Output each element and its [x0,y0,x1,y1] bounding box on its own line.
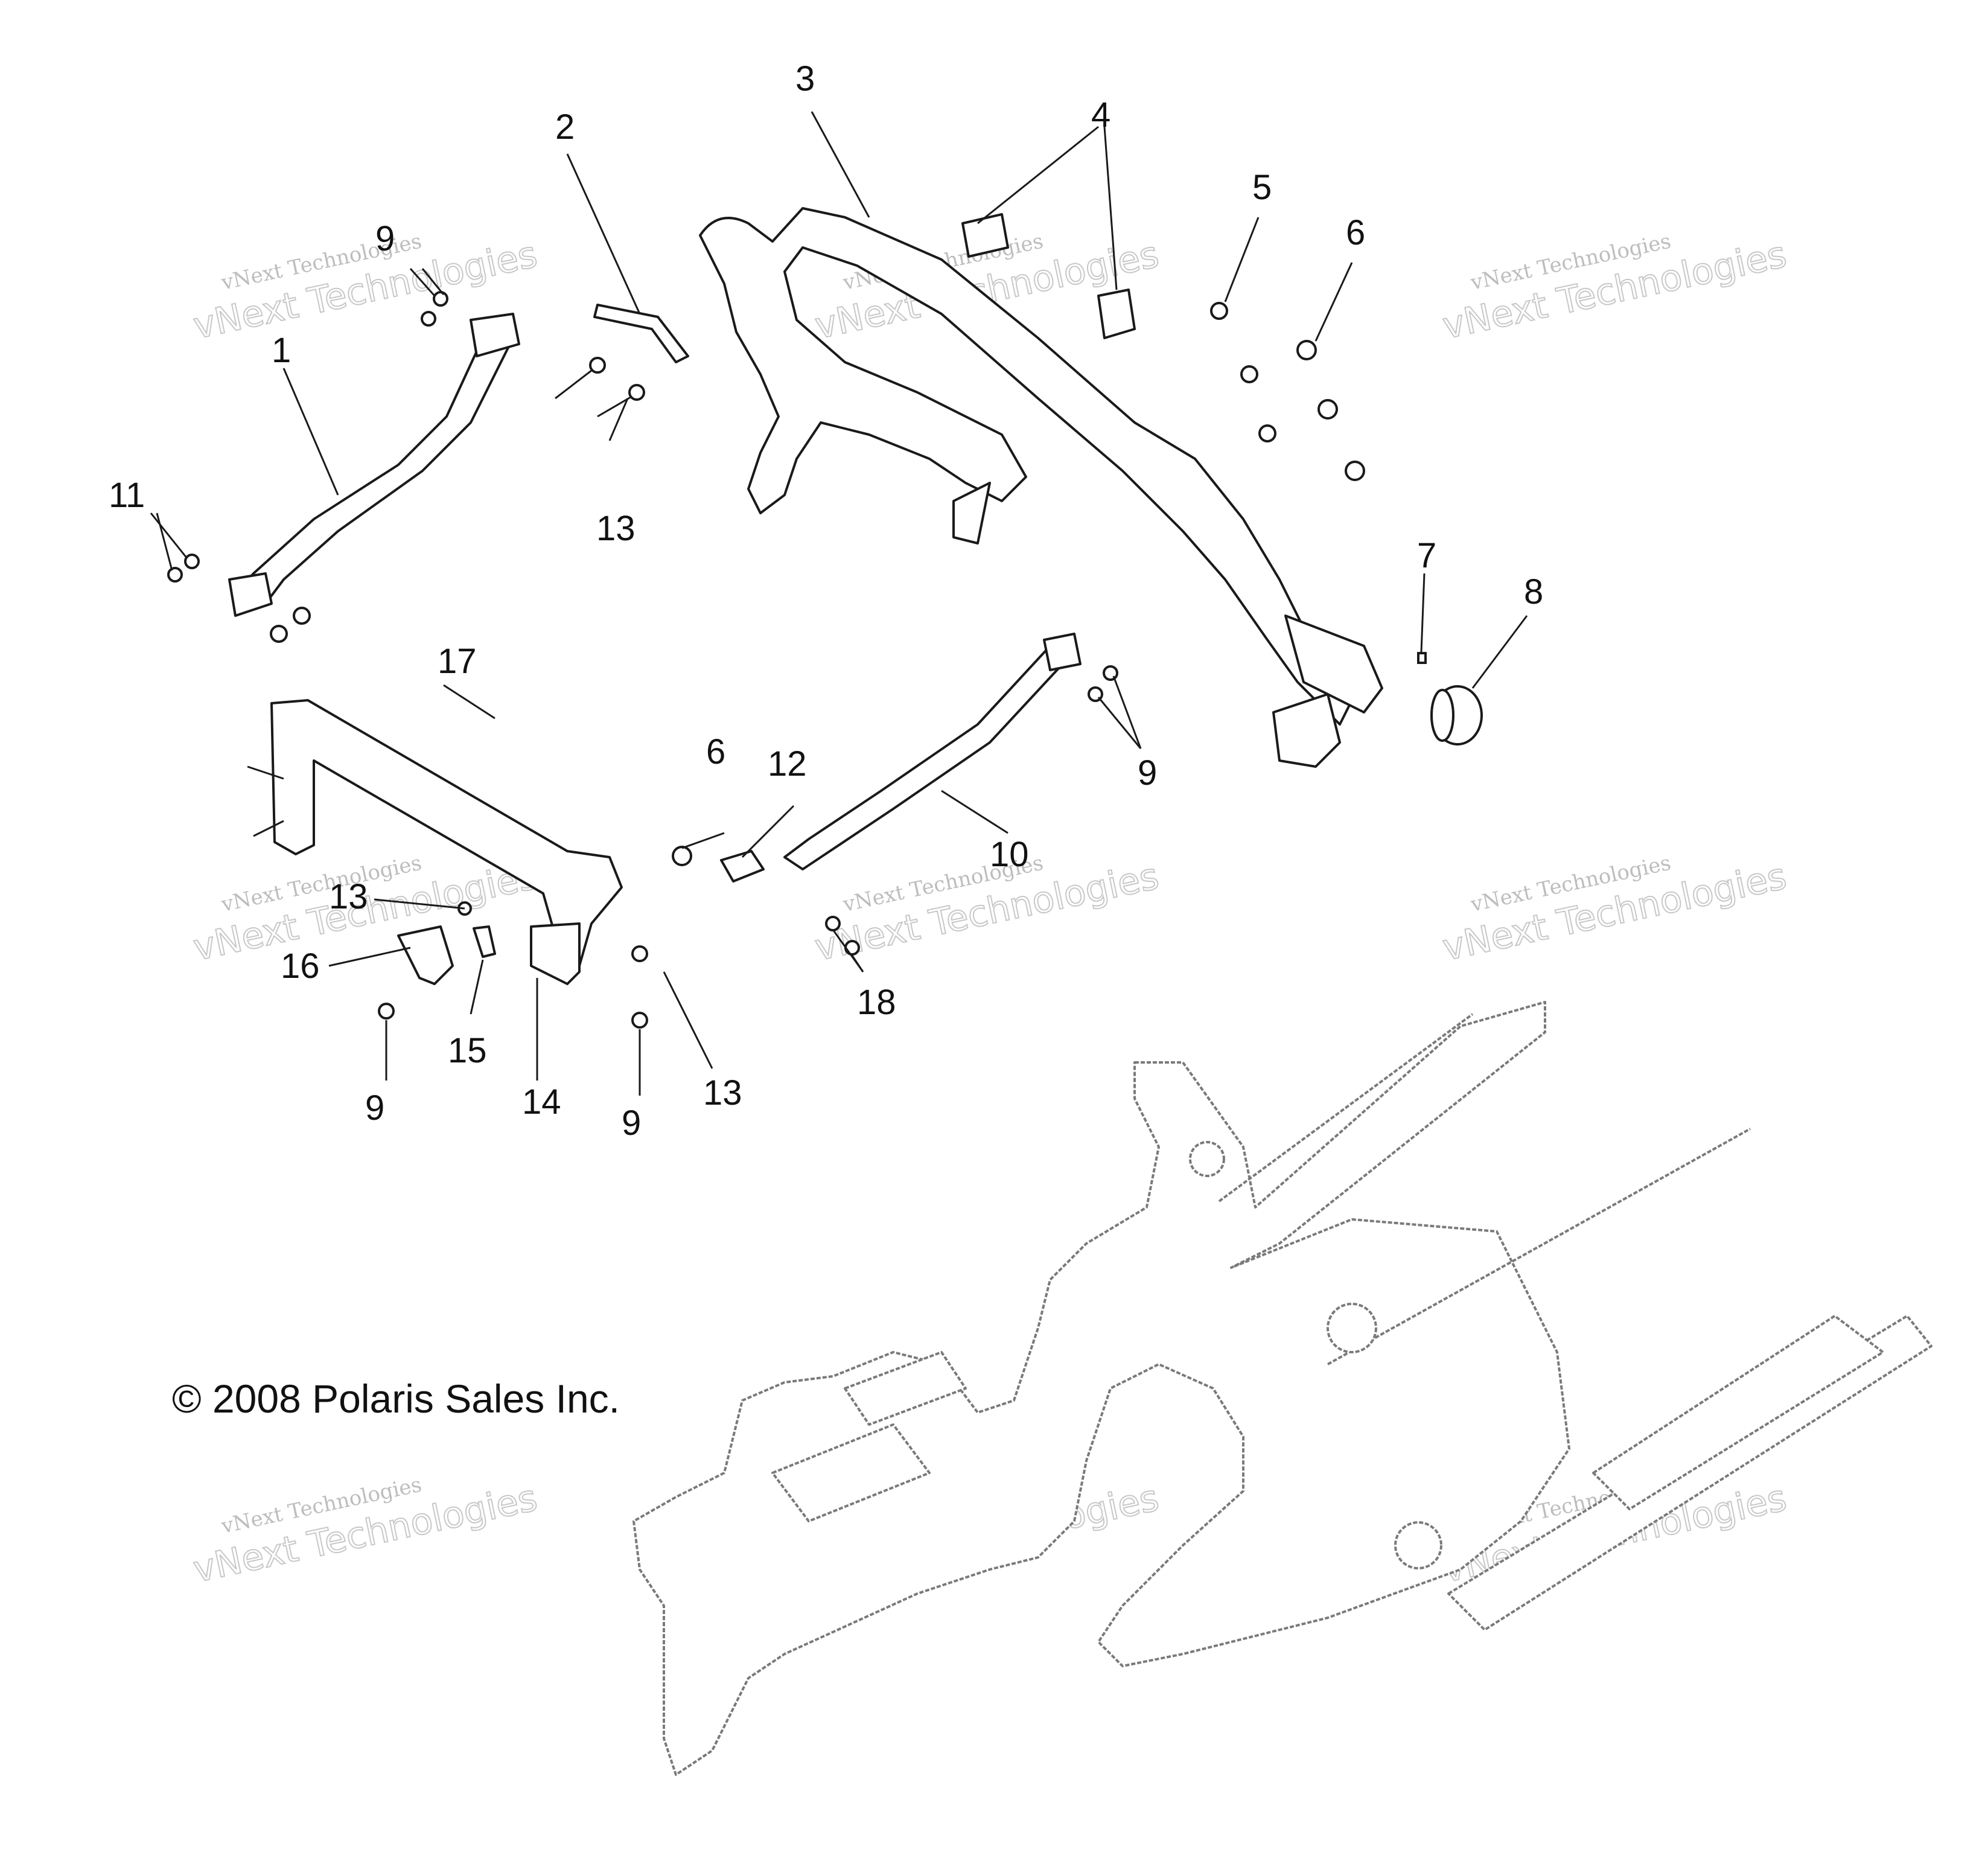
callout-2: 2 [555,107,575,147]
part-15-clip [473,925,496,958]
chassis-assembly [632,1001,1932,1776]
part-10-brace-tube [783,633,1082,870]
callout-13-bottom: 13 [703,1073,742,1113]
callout-1: 1 [272,331,291,370]
watermark-top-right: vNext Technologies vNext Technologies [1438,229,1791,348]
callout-14: 14 [522,1082,561,1122]
part-6-washer-mid [672,846,692,866]
part-6-nuts [1296,340,1365,481]
callout-16: 16 [281,947,320,986]
callout-17: 17 [438,642,477,681]
callout-9-top: 9 [375,219,395,258]
watermark-mid-right: vNext Technologies vNext Technologies [1438,851,1791,969]
callout-9-right: 9 [1138,753,1157,793]
fasteners-part-1 [167,291,448,643]
callout-12: 12 [768,744,807,784]
callout-6-mid: 6 [706,732,725,771]
callout-8: 8 [1524,572,1543,611]
callout-11: 11 [109,476,145,515]
callout-18: 18 [857,983,896,1022]
callout-13-left: 13 [329,877,368,916]
part-2-bracket [593,304,689,363]
leader-lines [150,111,1528,1096]
part-5-bolts [1210,302,1276,442]
watermark-bottom-left: vNext Technologies vNext Technologies [189,1472,541,1591]
callout-7: 7 [1417,536,1436,575]
callout-13-top: 13 [596,509,636,548]
part-4-pads [961,213,1136,339]
part-8-end-cap [1430,685,1483,746]
part-3-main-frame [699,207,1383,768]
fasteners-lower-left [378,901,648,1029]
callout-6-top: 6 [1346,213,1365,252]
callout-4: 4 [1091,95,1110,135]
part-13-rivets-top [555,357,645,418]
callout-10: 10 [990,835,1029,874]
callout-9-bottom-left: 9 [365,1088,384,1128]
callout-5: 5 [1252,168,1272,207]
part-12-bracket [720,850,765,883]
callout-3: 3 [795,59,815,98]
part-1-brace-tube [228,313,520,617]
callout-15: 15 [448,1031,487,1070]
copyright-text: © 2008 Polaris Sales Inc. [172,1376,620,1421]
part-14-plate [530,922,581,985]
part-7-pin [1417,652,1427,664]
callout-9-bottom-right: 9 [622,1103,641,1143]
part-16-bracket [397,925,454,985]
callout-labels: 1 2 3 4 5 6 7 8 9 9 9 9 10 11 12 13 13 1… [109,59,1543,1143]
